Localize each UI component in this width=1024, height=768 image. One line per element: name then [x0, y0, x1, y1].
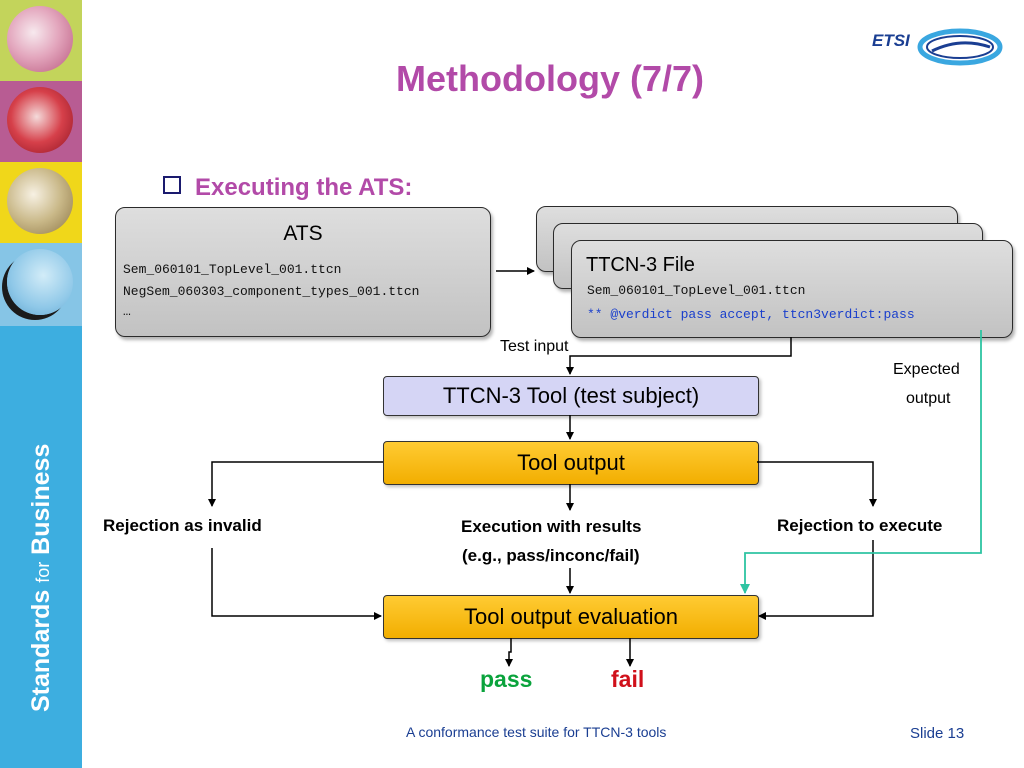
- rejection-execute-to-eval-arrow: [758, 540, 874, 620]
- test-input-label: Test input: [500, 338, 569, 355]
- checkbox-bullet-icon: [163, 176, 181, 194]
- pass-label: pass: [480, 666, 533, 692]
- to-rejection-execute-arrow: [757, 461, 877, 507]
- expected-output-arrow: [740, 330, 982, 594]
- bullet-executing-ats: Executing the ATS:: [163, 174, 412, 202]
- planet-image-4: [7, 249, 73, 315]
- rejection-invalid-to-eval-arrow: [211, 548, 382, 620]
- rejection-invalid-label: Rejection as invalid: [103, 516, 262, 535]
- planet-image-3: [7, 168, 73, 234]
- logo-swoosh-icon: [917, 28, 1003, 66]
- sidebar: Standards for Business: [0, 0, 82, 768]
- tool-output-evaluation-box: Tool output evaluation: [383, 595, 759, 639]
- sidebar-tile-2: [0, 81, 82, 162]
- sidebar-tile-3: [0, 162, 82, 243]
- ttcn-file-box: TTCN-3 File Sem_060101_TopLevel_001.ttcn…: [571, 240, 1013, 338]
- ttcn-file-verdict: ** @verdict pass accept, ttcn3verdict:pa…: [587, 307, 915, 322]
- slide-number: Slide 13: [910, 725, 965, 742]
- tool-output-box: Tool output: [383, 441, 759, 485]
- expected-output-label-1: Expected: [893, 361, 960, 378]
- execution-example-label: (e.g., pass/inconc/fail): [462, 546, 640, 565]
- ats-ellipsis: …: [123, 304, 131, 319]
- execution-results-label: Execution with results: [461, 517, 642, 536]
- test-input-arrow: [566, 337, 792, 375]
- logo-text: ETSI: [872, 31, 910, 50]
- footer-text: A conformance test suite for TTCN-3 tool…: [406, 724, 667, 740]
- ats-file-2: NegSem_060303_component_types_001.ttcn: [123, 284, 420, 299]
- ttcn-file-title: TTCN-3 File: [586, 254, 695, 276]
- ttcn-file-name: Sem_060101_TopLevel_001.ttcn: [587, 283, 806, 298]
- etsi-logo: ETSI: [872, 25, 1004, 69]
- ats-title: ATS: [283, 222, 323, 245]
- ats-file-1: Sem_060101_TopLevel_001.ttcn: [123, 262, 342, 277]
- rejection-execute-label: Rejection to execute: [777, 516, 943, 535]
- to-rejection-invalid-arrow: [208, 461, 383, 507]
- planet-image-1: [7, 6, 73, 72]
- slide-title: Methodology (7/7): [396, 58, 704, 99]
- sidebar-tile-1: [0, 0, 82, 81]
- expected-output-label-2: output: [906, 390, 951, 407]
- sidebar-tile-4: [0, 243, 82, 326]
- ats-box: ATS Sem_060101_TopLevel_001.ttcn NegSem_…: [115, 207, 491, 337]
- eval-to-pass-arrow: [505, 638, 513, 667]
- ttcn-tool-box: TTCN-3 Tool (test subject): [383, 376, 759, 416]
- fail-label: fail: [611, 666, 645, 692]
- planet-image-2: [7, 87, 73, 153]
